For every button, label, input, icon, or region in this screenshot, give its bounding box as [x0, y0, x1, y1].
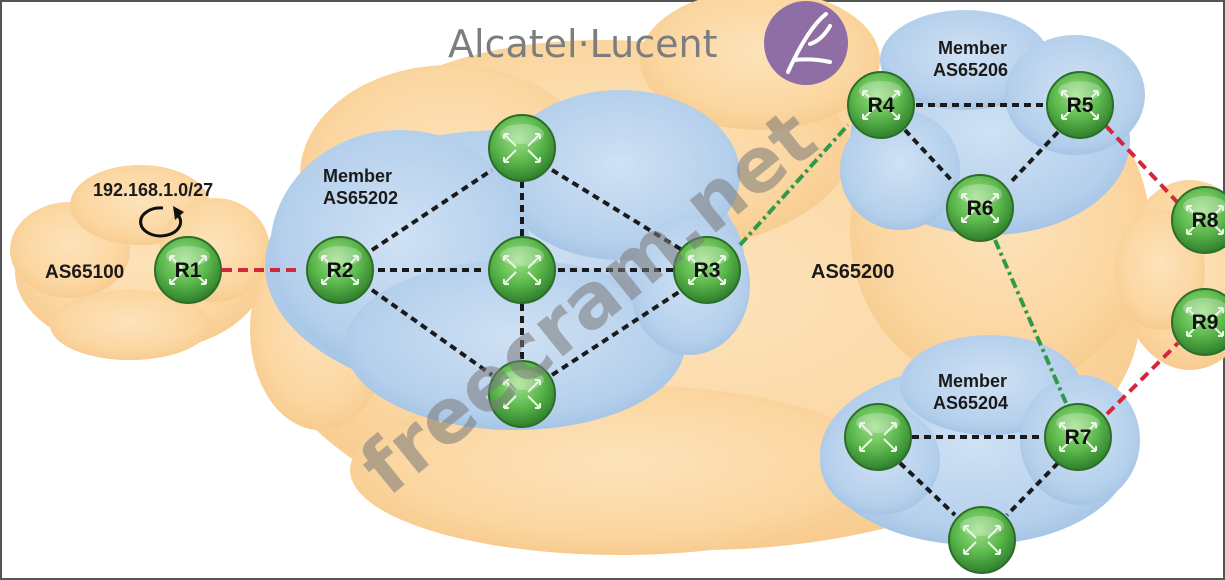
- router-r3-label: R3: [694, 259, 721, 282]
- member-as65206-line2: AS65206: [933, 60, 1008, 80]
- link-top-r3: [550, 168, 684, 252]
- router-r9[interactable]: R9: [1171, 288, 1225, 356]
- router-r6[interactable]: R6: [946, 174, 1014, 242]
- router-r1[interactable]: R1: [154, 236, 222, 304]
- brand-logo: [764, 1, 848, 85]
- router-r6-label: R6: [967, 197, 994, 220]
- router-r8-label: R8: [1192, 209, 1219, 232]
- link-r3-r4: [738, 123, 850, 247]
- as65200-label: AS65200: [811, 261, 894, 283]
- link-r4-r6: [903, 128, 956, 185]
- router-r7[interactable]: R7: [1044, 403, 1112, 471]
- link-r2-top: [370, 168, 494, 252]
- member-as65204-line1: Member: [938, 371, 1007, 391]
- link-r5-r8: [1104, 124, 1180, 205]
- router-r3[interactable]: R3: [673, 236, 741, 304]
- cloud-member-as65202: [265, 90, 750, 430]
- link-bottom-r3: [550, 288, 684, 377]
- router-r5-label: R5: [1067, 94, 1094, 117]
- member-as65202-line1: Member: [323, 166, 392, 186]
- brand-name: Alcatel·Lucent: [448, 22, 718, 66]
- link-r2-bottom: [370, 288, 494, 377]
- router-r5[interactable]: R5: [1046, 71, 1114, 139]
- member-as65204-line2: AS65204: [933, 393, 1008, 413]
- link-as65204-left-bottom: [898, 461, 957, 517]
- router-r9-label: R9: [1192, 311, 1219, 334]
- link-r6-r7: [993, 239, 1068, 404]
- cloud-as65100: [10, 165, 270, 360]
- router-as65204-left[interactable]: [844, 403, 912, 471]
- as65100-label: AS65100: [45, 262, 124, 283]
- member-as65206-line1: Member: [938, 38, 1007, 58]
- router-r7-label: R7: [1065, 426, 1092, 449]
- link-r7-r9: [1105, 341, 1180, 416]
- router-as65204-bottom[interactable]: [948, 506, 1016, 574]
- router-r1-label: R1: [175, 259, 202, 282]
- router-r2[interactable]: R2: [306, 236, 374, 304]
- router-as65202-top[interactable]: [488, 114, 556, 182]
- router-r4[interactable]: R4: [847, 71, 915, 139]
- link-r7-as65204-bottom: [1005, 461, 1060, 517]
- prefix-label: 192.168.1.0/27: [93, 180, 213, 200]
- router-r2-label: R2: [327, 259, 354, 282]
- router-r4-label: R4: [868, 94, 895, 117]
- loop-arrow-icon: [139, 206, 184, 238]
- member-as65202-line2: AS65202: [323, 188, 398, 208]
- router-r8[interactable]: R8: [1171, 186, 1225, 254]
